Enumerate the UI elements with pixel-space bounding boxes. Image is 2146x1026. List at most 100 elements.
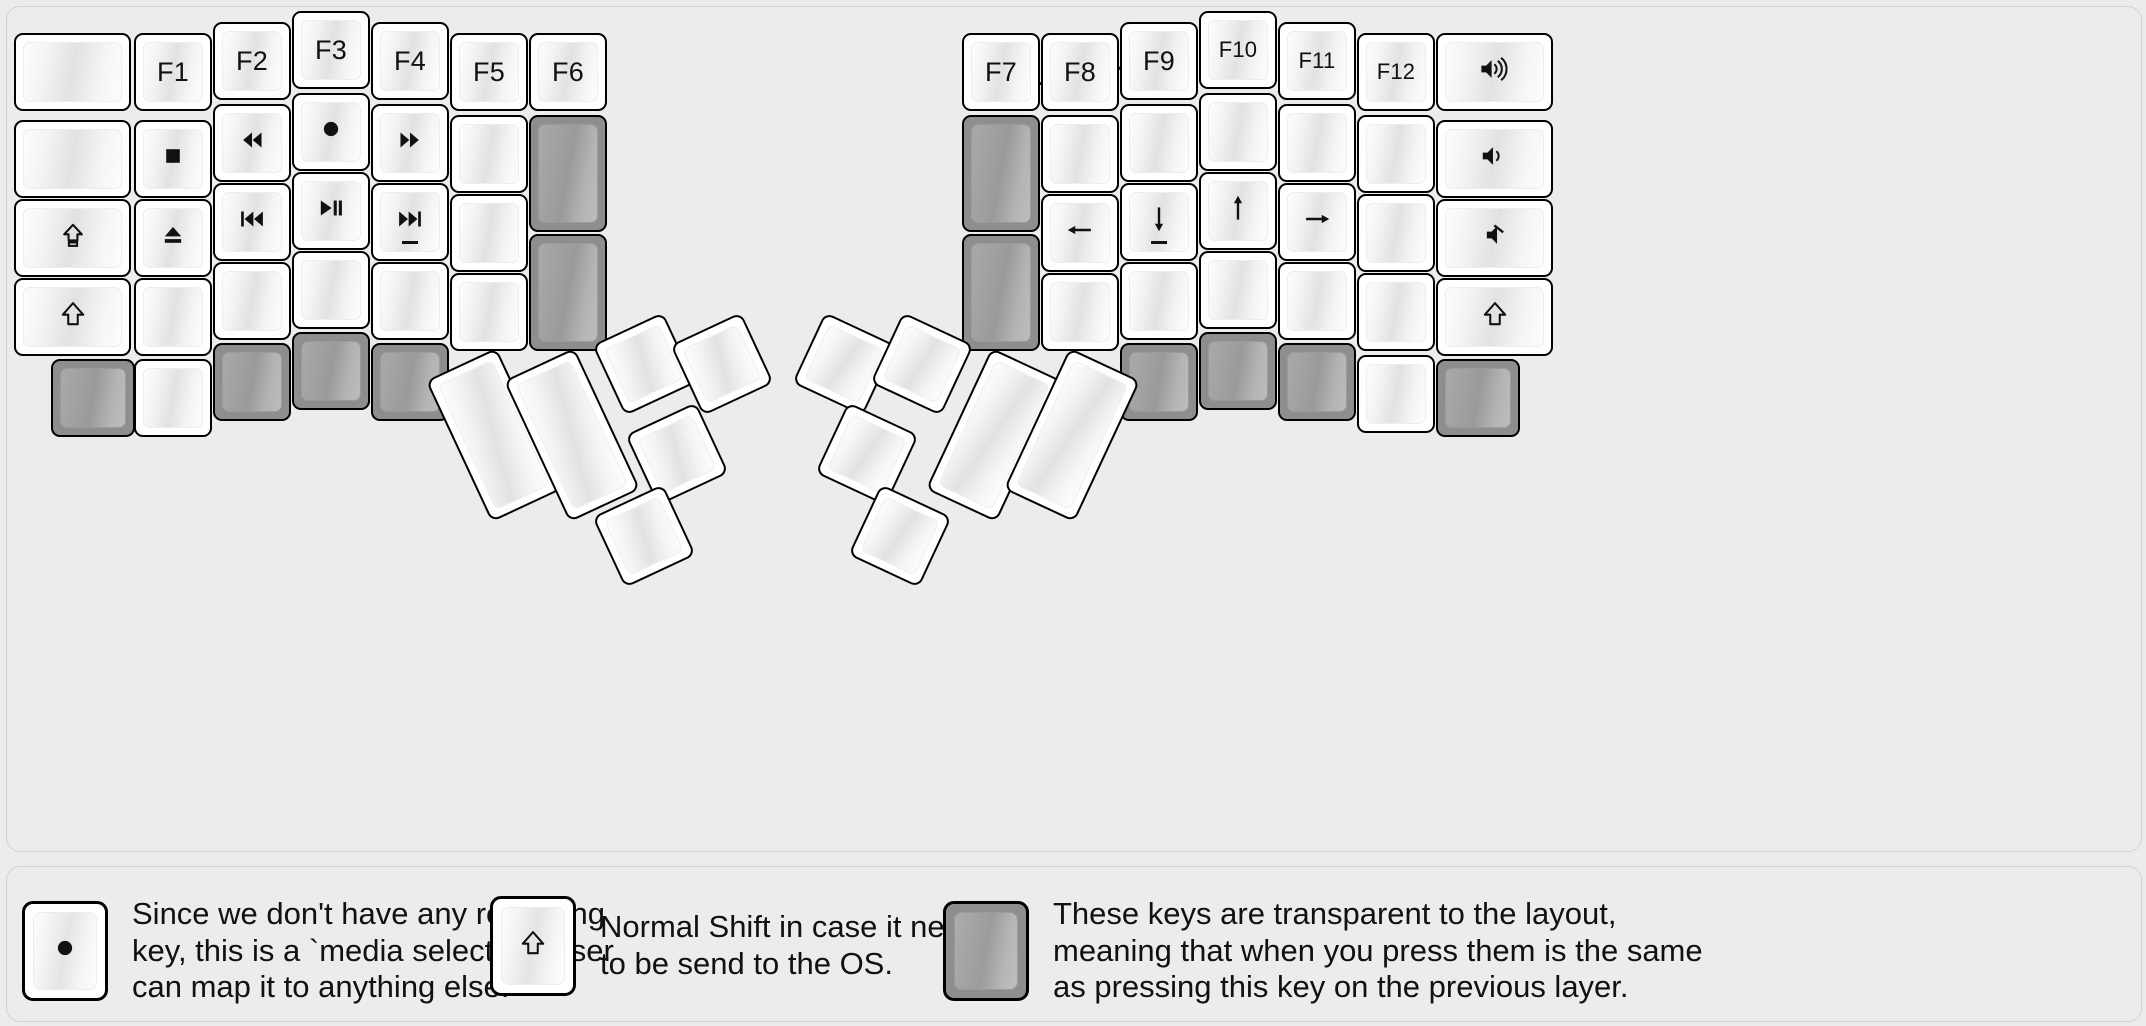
key-blank[interactable] [1357, 273, 1435, 351]
keycap-surface [1445, 208, 1544, 268]
key-f7[interactable]: F7 [962, 33, 1040, 111]
key-transparent[interactable] [962, 115, 1040, 232]
key-blank[interactable] [1278, 104, 1356, 182]
key-stop[interactable] [134, 120, 212, 198]
keycap-surface [459, 42, 519, 102]
key-f2[interactable]: F2 [213, 22, 291, 100]
key-transparent[interactable] [213, 343, 291, 421]
key-blank[interactable] [1357, 115, 1435, 193]
key-rewind[interactable] [213, 104, 291, 182]
key-blank[interactable] [1357, 355, 1435, 433]
key-transparent[interactable] [292, 332, 370, 410]
keycap-surface [143, 129, 203, 189]
key-volume-down[interactable] [1436, 120, 1553, 198]
key-next-track[interactable] [371, 183, 449, 261]
key-arrow-up[interactable] [1199, 172, 1277, 250]
keycap-surface [60, 368, 126, 428]
keycap-surface [380, 113, 440, 173]
key-blank[interactable] [213, 262, 291, 340]
key-blank[interactable] [14, 120, 131, 198]
keycap-surface [143, 368, 203, 428]
key-blank[interactable] [450, 194, 528, 272]
key-f9[interactable]: F9 [1120, 22, 1198, 100]
keycap-surface [143, 42, 203, 102]
key-caps-lock[interactable] [14, 199, 131, 277]
key-f5[interactable]: F5 [450, 33, 528, 111]
legend-record-key-sample[interactable] [22, 900, 108, 1001]
keycap-surface [1366, 124, 1426, 184]
keycap-surface [222, 352, 282, 412]
key-blank[interactable] [1278, 262, 1356, 340]
key-arrow-left[interactable] [1041, 194, 1119, 272]
key-blank[interactable] [14, 33, 131, 111]
key-f1[interactable]: F1 [134, 33, 212, 111]
key-blank[interactable] [1199, 251, 1277, 329]
keycap-surface [1445, 42, 1544, 102]
keycap-surface [860, 496, 940, 576]
key-underscore-mark [1151, 241, 1167, 244]
key-prev-track[interactable] [213, 183, 291, 261]
shift-icon [516, 926, 550, 966]
legend-shift-key-sample[interactable] [490, 896, 576, 996]
key-play-pause[interactable] [292, 172, 370, 250]
key-blank[interactable] [1120, 104, 1198, 182]
key-blank[interactable] [371, 262, 449, 340]
key-blank[interactable] [134, 359, 212, 437]
legend-transparent-key-sample[interactable] [943, 900, 1029, 1001]
key-blank[interactable] [1357, 194, 1435, 272]
keycap-surface [1208, 20, 1268, 80]
key-arrow-right[interactable] [1278, 183, 1356, 261]
key-transparent[interactable] [529, 234, 607, 351]
key-f11[interactable]: F11 [1278, 22, 1356, 100]
key-blank[interactable] [450, 273, 528, 351]
key-record[interactable] [292, 93, 370, 171]
keycap-surface [501, 907, 565, 985]
keycap-surface [604, 496, 684, 576]
keycap-surface [538, 42, 598, 102]
keycap-surface [23, 129, 122, 189]
keycap-surface [301, 20, 361, 80]
keycap-surface [23, 42, 122, 102]
key-blank[interactable] [134, 278, 212, 356]
keycap-surface [1050, 42, 1110, 102]
key-f8[interactable]: F8 [1041, 33, 1119, 111]
key-transparent[interactable] [51, 359, 135, 437]
keycap-surface [1129, 113, 1189, 173]
keycap-surface [971, 124, 1031, 223]
key-transparent[interactable] [529, 115, 607, 232]
keycap-surface [1050, 203, 1110, 263]
key-transparent[interactable] [962, 234, 1040, 351]
keycap-surface [23, 287, 122, 347]
record-icon [48, 931, 82, 971]
legend-transparent-description: These keys are transparent to the layout… [1053, 896, 1703, 1005]
key-transparent[interactable] [1278, 343, 1356, 421]
key-f4[interactable]: F4 [371, 22, 449, 100]
key-eject[interactable] [134, 199, 212, 277]
key-volume-up[interactable] [1436, 33, 1553, 111]
key-transparent[interactable] [1436, 359, 1520, 437]
key-f12[interactable]: F12 [1357, 33, 1435, 111]
keycap-surface [1287, 271, 1347, 331]
keycap-surface [1366, 42, 1426, 102]
key-underscore-mark [402, 241, 418, 244]
key-transparent[interactable] [1120, 343, 1198, 421]
key-blank[interactable] [1041, 273, 1119, 351]
key-f3[interactable]: F3 [292, 11, 370, 89]
key-arrow-down[interactable] [1120, 183, 1198, 261]
key-volume-mute[interactable] [1436, 199, 1553, 277]
keycap-surface [143, 287, 203, 347]
key-f10[interactable]: F10 [1199, 11, 1277, 89]
key-shift[interactable] [1436, 278, 1553, 356]
key-blank[interactable] [1120, 262, 1198, 340]
keycap-surface [301, 341, 361, 401]
key-blank[interactable] [1199, 93, 1277, 171]
key-blank[interactable] [450, 115, 528, 193]
key-shift[interactable] [14, 278, 131, 356]
keycap-surface [1129, 352, 1189, 412]
key-blank[interactable] [1041, 115, 1119, 193]
key-transparent[interactable] [1199, 332, 1277, 410]
keycap-surface [1050, 124, 1110, 184]
key-f6[interactable]: F6 [529, 33, 607, 111]
key-fast-forward[interactable] [371, 104, 449, 182]
key-blank[interactable] [292, 251, 370, 329]
